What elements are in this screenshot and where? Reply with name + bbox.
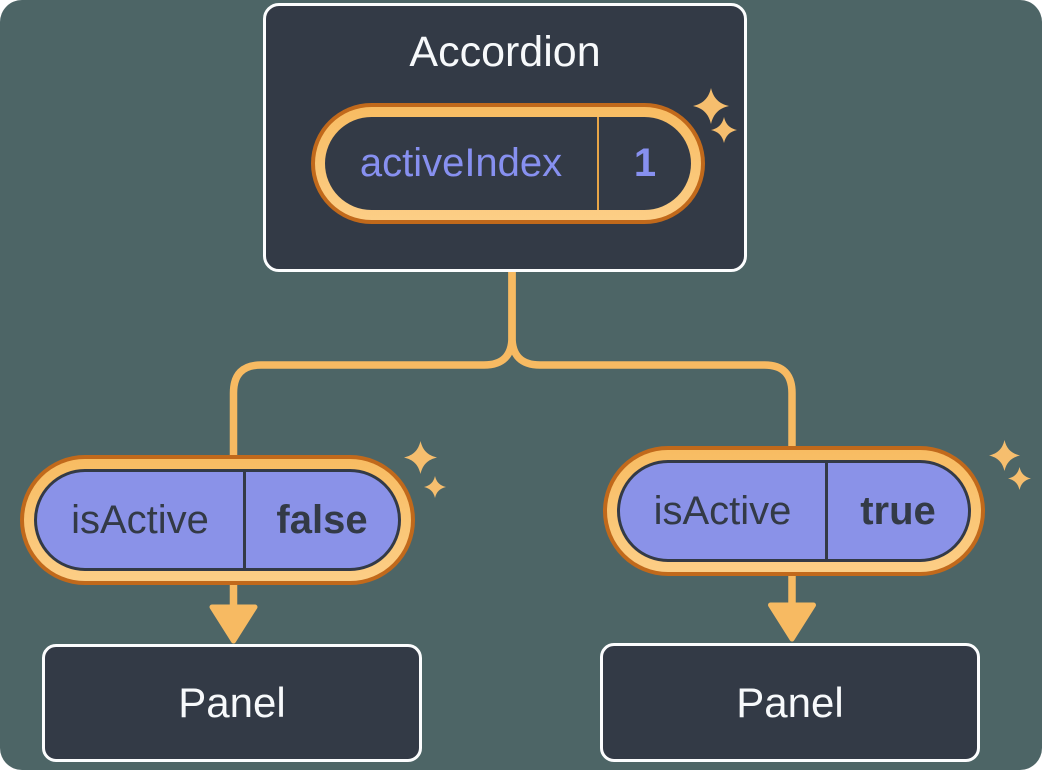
panel-title: Panel	[178, 679, 286, 726]
panel-title: Panel	[736, 678, 844, 726]
component-title: Accordion	[409, 28, 601, 76]
pill-divider	[243, 472, 246, 568]
arrow-down-icon	[768, 602, 816, 642]
state-name-label: activeIndex	[359, 141, 563, 185]
pill-ring: activeIndex 1	[315, 107, 701, 220]
arrow-down-icon	[209, 604, 258, 644]
panel-box-right: Panel	[600, 643, 980, 762]
sparkle-icon	[693, 88, 729, 124]
sparkle-icon	[711, 117, 737, 143]
child-state-pill-right: isActive true	[603, 446, 985, 576]
sparkle-icon	[424, 476, 446, 498]
sparkle-icon	[1008, 467, 1031, 490]
panel-box-left: Panel	[42, 644, 422, 762]
child-state-pill-left: isActive false	[20, 455, 415, 585]
state-value: 1	[633, 141, 657, 185]
pill-divider	[825, 463, 828, 559]
pill-ring: isActive false	[24, 459, 411, 581]
pill-divider	[597, 117, 599, 210]
sparkle-icon	[989, 440, 1020, 471]
sparkle-icon	[404, 441, 437, 474]
state-value: false	[276, 497, 368, 542]
root-state-pill: activeIndex 1	[311, 103, 705, 224]
connector-right-branch	[508, 266, 796, 614]
state-value: true	[860, 488, 936, 533]
state-name-label: isActive	[653, 488, 792, 533]
state-name-label: isActive	[71, 497, 209, 542]
pill-ring: isActive true	[607, 450, 981, 572]
